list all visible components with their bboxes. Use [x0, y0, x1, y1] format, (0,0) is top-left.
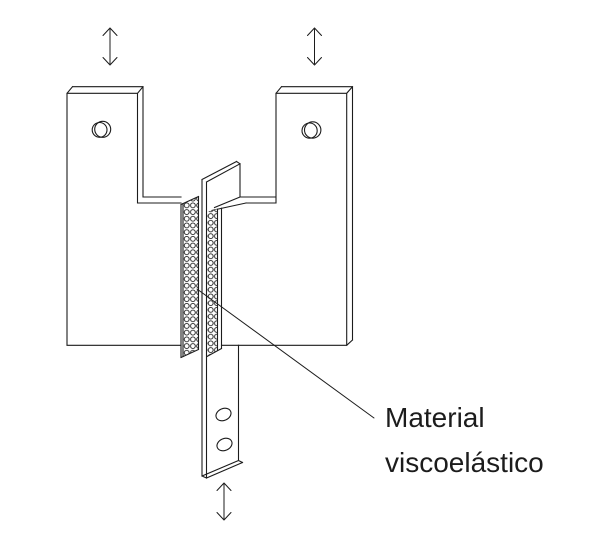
leader-line	[196, 288, 375, 419]
center-plate	[201, 160, 247, 479]
viscoelastic-layer-right	[206, 207, 223, 358]
outer-plate	[66, 85, 354, 347]
up-down-arrow-top-right-icon	[307, 27, 322, 66]
material-label: Material viscoelástico	[385, 402, 544, 478]
right-prong-hole	[301, 121, 322, 139]
center-plate-hole-upper	[215, 407, 232, 422]
material-label-line2: viscoelástico	[385, 447, 544, 478]
up-down-arrow-bottom-icon	[216, 482, 232, 521]
center-plate-hole-lower	[216, 437, 233, 452]
left-prong-hole	[91, 120, 112, 138]
material-label-line1: Material	[385, 402, 485, 433]
up-down-arrow-top-left-icon	[102, 27, 118, 66]
viscoelastic-layer-left	[180, 195, 200, 359]
